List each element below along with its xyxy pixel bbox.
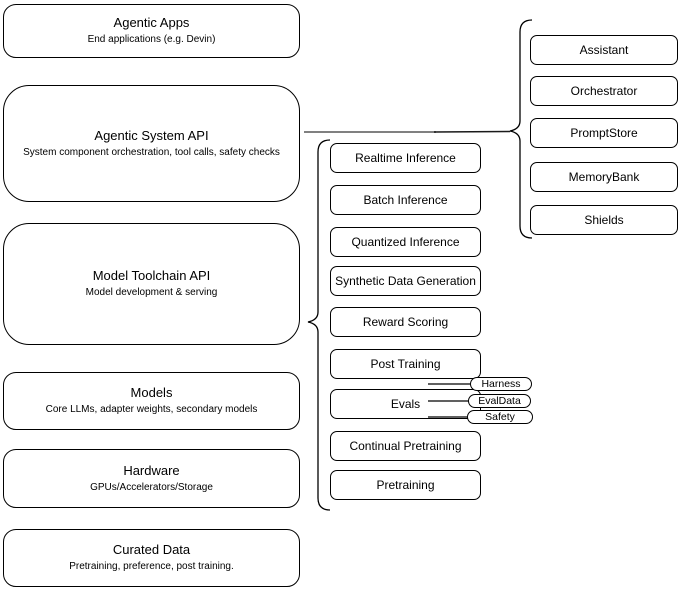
node-subtitle: Model development & serving (85, 287, 218, 298)
node-agentic-system-api: Agentic System API System component orch… (3, 85, 300, 202)
pill-safety: Safety (467, 410, 533, 424)
node-label: Orchestrator (570, 84, 638, 98)
node-evals: Evals (330, 389, 481, 419)
node-title: Model Toolchain API (92, 268, 211, 283)
node-label: Assistant (579, 43, 629, 57)
node-label: MemoryBank (568, 170, 640, 184)
node-subtitle: Pretraining, preference, post training. (69, 561, 234, 572)
node-model-toolchain-api: Model Toolchain API Model development & … (3, 223, 300, 345)
node-quantized-inference: Quantized Inference (330, 227, 481, 257)
node-agentic-apps: Agentic Apps End applications (e.g. Devi… (3, 4, 300, 58)
pill-label: Harness (481, 378, 521, 390)
node-promptstore: PromptStore (530, 118, 678, 148)
node-subtitle: Core LLMs, adapter weights, secondary mo… (45, 404, 258, 415)
node-label: Shields (584, 213, 624, 227)
node-label: Evals (390, 397, 421, 411)
node-continual-pretraining: Continual Pretraining (330, 431, 481, 461)
node-label: Batch Inference (363, 193, 448, 207)
node-pretraining: Pretraining (330, 470, 481, 500)
node-orchestrator: Orchestrator (530, 76, 678, 106)
node-batch-inference: Batch Inference (330, 185, 481, 215)
connector-system-api-to-right-brace-dark (433, 130, 511, 133)
node-label: Pretraining (376, 478, 435, 492)
node-title: Models (130, 385, 173, 400)
node-memorybank: MemoryBank (530, 162, 678, 192)
pill-harness: Harness (470, 377, 532, 391)
node-hardware: Hardware GPUs/Accelerators/Storage (3, 449, 300, 508)
node-curated-data: Curated Data Pretraining, preference, po… (3, 529, 300, 587)
node-title: Agentic System API (94, 127, 209, 143)
node-post-training: Post Training (330, 349, 481, 379)
node-title: Curated Data (112, 542, 191, 557)
pill-evaldata: EvalData (468, 394, 531, 408)
node-label: Synthetic Data Generation (335, 274, 476, 288)
node-reward-scoring: Reward Scoring (330, 307, 481, 337)
node-synthetic-data-generation: Synthetic Data Generation (330, 266, 481, 296)
node-subtitle: End applications (e.g. Devin) (87, 34, 216, 45)
node-label: Continual Pretraining (349, 439, 462, 453)
node-subtitle: System component orchestration, tool cal… (23, 146, 280, 158)
node-label: PromptStore (570, 126, 638, 140)
pill-label: EvalData (478, 395, 521, 407)
node-realtime-inference: Realtime Inference (330, 143, 481, 173)
node-label: Post Training (370, 357, 441, 371)
node-label: Quantized Inference (351, 235, 460, 249)
node-shields: Shields (530, 205, 678, 235)
pill-label: Safety (485, 411, 515, 423)
node-title: Hardware (123, 462, 180, 478)
node-assistant: Assistant (530, 35, 678, 65)
node-subtitle: GPUs/Accelerators/Storage (90, 481, 213, 493)
node-label: Realtime Inference (355, 151, 456, 165)
node-label: Reward Scoring (362, 315, 449, 329)
node-title: Agentic Apps (113, 15, 190, 30)
middle-column-brace (307, 139, 331, 511)
right-column-brace (509, 19, 533, 239)
node-models: Models Core LLMs, adapter weights, secon… (3, 372, 300, 430)
